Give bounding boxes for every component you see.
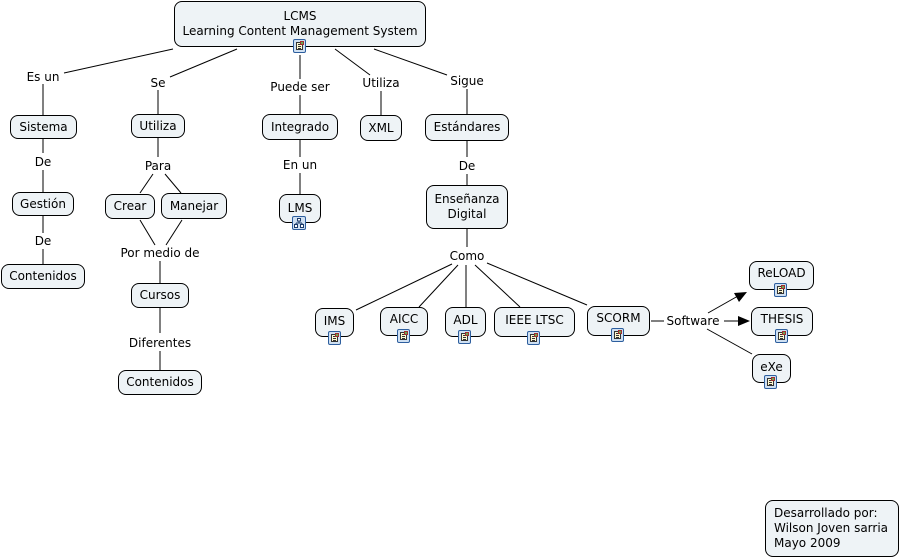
concept-label: ReLOAD (757, 266, 806, 280)
concept-label: Digital (447, 207, 487, 221)
concept-label: Estándares (433, 120, 501, 134)
connector (355, 263, 453, 311)
document-image-resource-icon[interactable] (328, 331, 341, 345)
concept-map-resource-icon[interactable] (292, 216, 306, 230)
link-label-en-un: En un (280, 158, 320, 172)
connector (164, 173, 182, 194)
concept-label: THESIS (760, 312, 804, 326)
concept-label: Integrado (270, 119, 330, 134)
document-image-resource-icon[interactable] (527, 331, 540, 345)
link-label-sigue: Sigue (448, 74, 486, 88)
concept-utiliza[interactable]: Utiliza (131, 114, 185, 138)
link-label-como: Como (447, 249, 487, 263)
connector (474, 264, 521, 308)
concept-cursos[interactable]: Cursos (131, 283, 189, 308)
credits-author: Wilson Joven sarria (774, 521, 889, 535)
connector (139, 219, 156, 246)
concept-label: XML (368, 120, 394, 135)
link-label-puede-ser: Puede ser (268, 80, 332, 94)
concept-label: SCORM (596, 311, 641, 325)
concept-label: AICC (389, 312, 419, 326)
connector (706, 328, 753, 355)
connector (165, 219, 183, 246)
concept-ensenanza-digital[interactable]: Enseñanza Digital (426, 185, 508, 229)
document-image-resource-icon[interactable] (774, 283, 787, 297)
concept-estandares[interactable]: Estándares (425, 114, 509, 141)
link-label-diferentes: Diferentes (126, 336, 194, 350)
concept-manejar[interactable]: Manejar (161, 193, 227, 219)
concept-integrado[interactable]: Integrado (262, 114, 338, 140)
concept-label: Contenidos (126, 375, 194, 389)
arrowhead (734, 292, 747, 302)
credits-developed-by: Desarrollado por: (774, 506, 878, 520)
credits-date: Mayo 2009 (774, 536, 841, 550)
link-label-de: De (32, 155, 54, 169)
concept-label: IEEE LTSC (505, 313, 564, 327)
connector (418, 264, 459, 308)
concept-contenidos[interactable]: Contenidos (118, 370, 202, 395)
connector (63, 48, 174, 74)
concept-label: Gestión (20, 196, 66, 211)
concept-label: Contenidos (9, 269, 77, 283)
connector (139, 173, 154, 194)
concept-label: Cursos (139, 288, 181, 302)
concept-label: Sistema (19, 119, 68, 134)
link-label-utiliza: Utiliza (360, 76, 402, 90)
document-image-resource-icon[interactable] (458, 330, 471, 344)
concept-label: LMS (287, 201, 313, 215)
connector (486, 262, 588, 306)
concept-root-lcms[interactable]: LCMS Learning Content Management System (174, 1, 426, 47)
document-image-resource-icon[interactable] (764, 375, 777, 389)
concept-xml[interactable]: XML (360, 115, 402, 141)
link-label-software: Software (664, 314, 722, 328)
concept-label: Utiliza (139, 118, 177, 133)
concept-label: Manejar (169, 198, 219, 213)
document-image-resource-icon[interactable] (775, 329, 788, 343)
connector (707, 295, 739, 314)
concept-label: Crear (113, 199, 147, 213)
link-label-de: De (32, 234, 54, 248)
concept-label: IMS (323, 314, 346, 328)
connector (334, 48, 371, 76)
connector (169, 48, 238, 78)
document-image-resource-icon[interactable] (293, 39, 306, 53)
link-label-de: De (456, 159, 478, 173)
concept-sistema[interactable]: Sistema (10, 115, 77, 139)
document-image-resource-icon[interactable] (611, 328, 624, 342)
arrowhead (738, 316, 750, 326)
concept-crear[interactable]: Crear (105, 194, 155, 219)
concept-scorm[interactable]: SCORM (587, 306, 650, 336)
link-label-para: Para (142, 159, 174, 173)
concept-contenidos[interactable]: Contenidos (1, 264, 85, 289)
link-label-es-un: Es un (24, 70, 62, 84)
concept-label: eXe (760, 360, 783, 374)
root-title: LCMS (283, 9, 317, 23)
link-label-por-medio-de: Por medio de (118, 246, 202, 260)
root-subtitle: Learning Content Management System (182, 24, 418, 38)
concept-gestion[interactable]: Gestión (12, 192, 74, 216)
connector (373, 48, 448, 76)
link-label-se: Se (148, 76, 168, 90)
concept-thesis[interactable]: THESIS (751, 307, 813, 336)
concept-label: Enseñanza (434, 192, 500, 206)
concept-label: ADL (453, 313, 478, 327)
credits-note[interactable]: Desarrollado por: Wilson Joven sarria Ma… (765, 500, 899, 557)
document-image-resource-icon[interactable] (397, 329, 410, 343)
